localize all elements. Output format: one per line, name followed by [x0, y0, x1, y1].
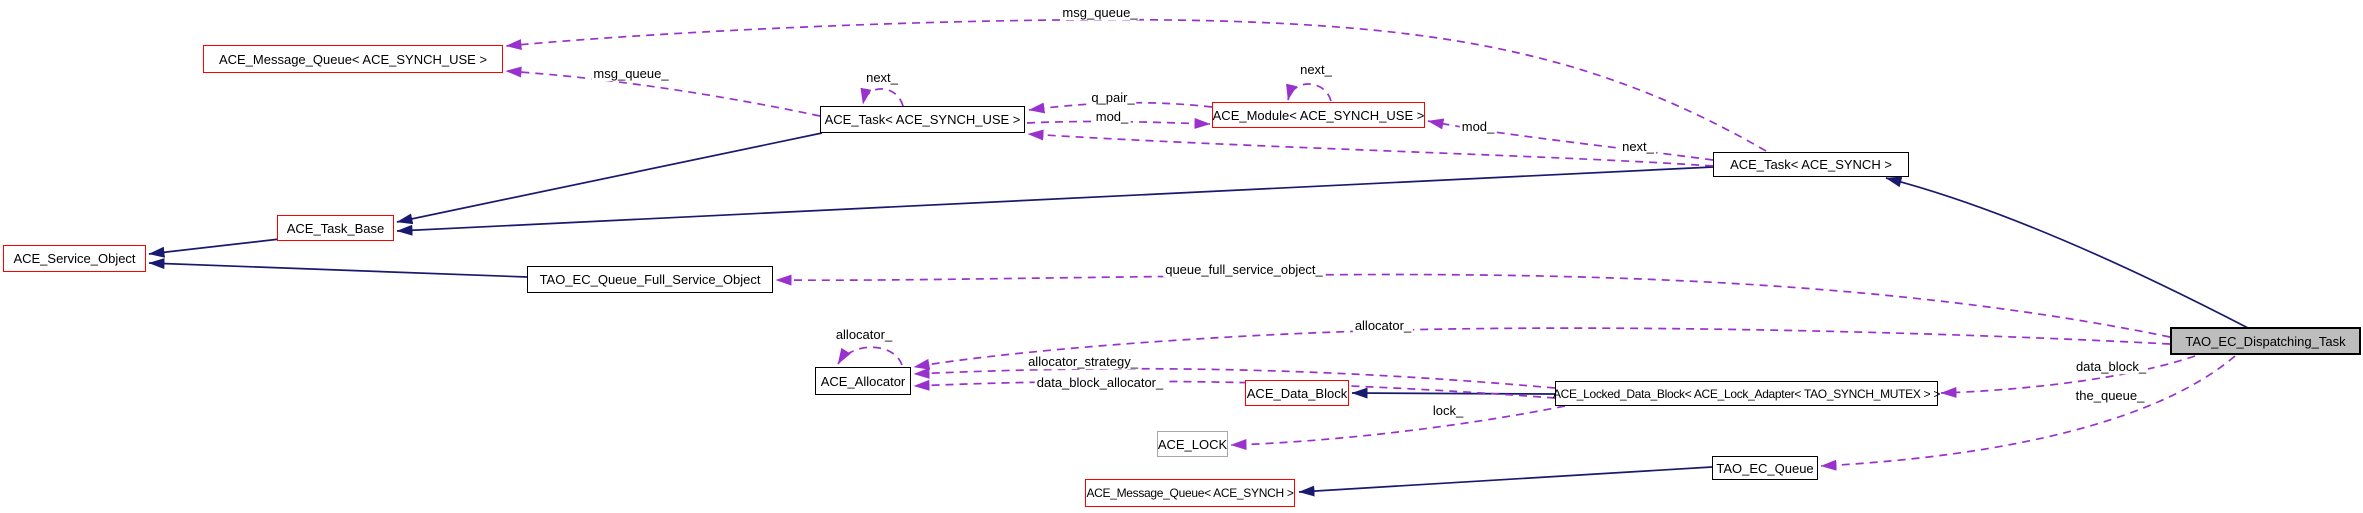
edge-tasksynch-to-taskbase	[396, 166, 1714, 236]
node-ace-service-object[interactable]: ACE_Service_Object	[3, 245, 146, 272]
node-tao-ec-queue-full-service-object[interactable]: TAO_EC_Queue_Full_Service_Object	[527, 266, 773, 293]
edge-label-queue-full-service-object: queue_full_service_object_	[1163, 262, 1325, 278]
edge-label-msg-queue-left: msg_queue_	[591, 66, 671, 82]
edge-taskuse-to-taskbase	[396, 132, 823, 225]
edge-taskuse-msgqueue	[505, 66, 821, 117]
node-ace-locked-data-block[interactable]: ACE_Locked_Data_Block< ACE_Lock_Adapter<…	[1553, 381, 1940, 406]
node-ace-data-block[interactable]: ACE_Data_Block	[1245, 380, 1349, 406]
edge-tasksynch-next	[1027, 129, 1714, 167]
node-ace-task-synch-use[interactable]: ACE_Task< ACE_SYNCH_USE >	[820, 106, 1025, 133]
edge-label-data-block: data_block_	[2073, 359, 2149, 375]
node-ace-message-queue-synch-use[interactable]: ACE_Message_Queue< ACE_SYNCH_USE >	[203, 45, 503, 73]
edge-label-next-task-use-self: next_	[864, 70, 900, 86]
edge-label-mod-inner: mod_	[1093, 109, 1131, 125]
edge-taskuse-next-self	[860, 87, 904, 107]
edge-taskuse-mod	[1026, 117, 1211, 129]
edge-label-allocator-strategy: allocator_strategy_	[1026, 354, 1140, 370]
edge-lockedblock-allocatorstrategy	[913, 367, 1556, 389]
edge-dispatching-to-tasksynch	[1885, 176, 2249, 329]
edge-allocator-self-arc	[837, 346, 903, 366]
node-tao-ec-dispatching-task: TAO_EC_Dispatching_Task	[2170, 327, 2361, 355]
edge-module-next-self	[1286, 83, 1332, 102]
edge-tasksynch-mod	[1427, 118, 1714, 161]
node-ace-task-base[interactable]: ACE_Task_Base	[277, 215, 394, 241]
edge-label-next-module-self: next_	[1298, 62, 1334, 78]
edge-taskbase-to-serviceobject	[148, 238, 281, 258]
edge-lockedblock-datablockallocator	[913, 379, 1556, 399]
edge-label-next-task-synch: next_	[1620, 139, 1656, 155]
edge-label-allocator-long: allocator_	[1352, 318, 1414, 334]
edge-dispatching-thequeue	[1820, 355, 2236, 471]
node-ace-allocator[interactable]: ACE_Allocator	[815, 367, 911, 395]
edge-label-q-pair: q_pair_	[1089, 90, 1137, 106]
edge-queuefull-to-serviceobject	[148, 258, 528, 278]
node-ace-lock: ACE_LOCK	[1157, 431, 1228, 457]
node-ace-message-queue-synch[interactable]: ACE_Message_Queue< ACE_SYNCH >	[1085, 479, 1295, 507]
edge-label-mod-outer: mod_	[1459, 119, 1497, 135]
edge-tasksynch-msgqueue	[505, 18, 1767, 152]
edge-label-lock: lock_	[1430, 403, 1466, 419]
node-tao-ec-queue[interactable]: TAO_EC_Queue	[1712, 456, 1818, 480]
node-ace-module-synch-use[interactable]: ACE_Module< ACE_SYNCH_USE >	[1212, 102, 1425, 128]
edge-label-msg-queue-top: msg_queue_	[1060, 5, 1140, 21]
edge-lockedblock-to-datablock	[1351, 387, 1556, 399]
edge-dispatching-datablock	[1940, 355, 2196, 398]
node-ace-task-synch[interactable]: ACE_Task< ACE_SYNCH >	[1713, 152, 1909, 177]
edge-taoecqueue-to-msgqsynch	[1298, 466, 1713, 497]
edge-dispatching-queuefullserviceobject	[775, 273, 2171, 338]
edge-label-data-block-allocator: data_block_allocator_	[1034, 375, 1166, 391]
edge-dispatching-allocator	[913, 327, 2171, 370]
edge-label-allocator-self: allocator_	[833, 327, 895, 343]
edge-lockedblock-lock	[1230, 405, 1566, 451]
edge-label-the-queue: the_queue_	[2073, 388, 2147, 404]
edge-module-qpair	[1028, 101, 1213, 114]
